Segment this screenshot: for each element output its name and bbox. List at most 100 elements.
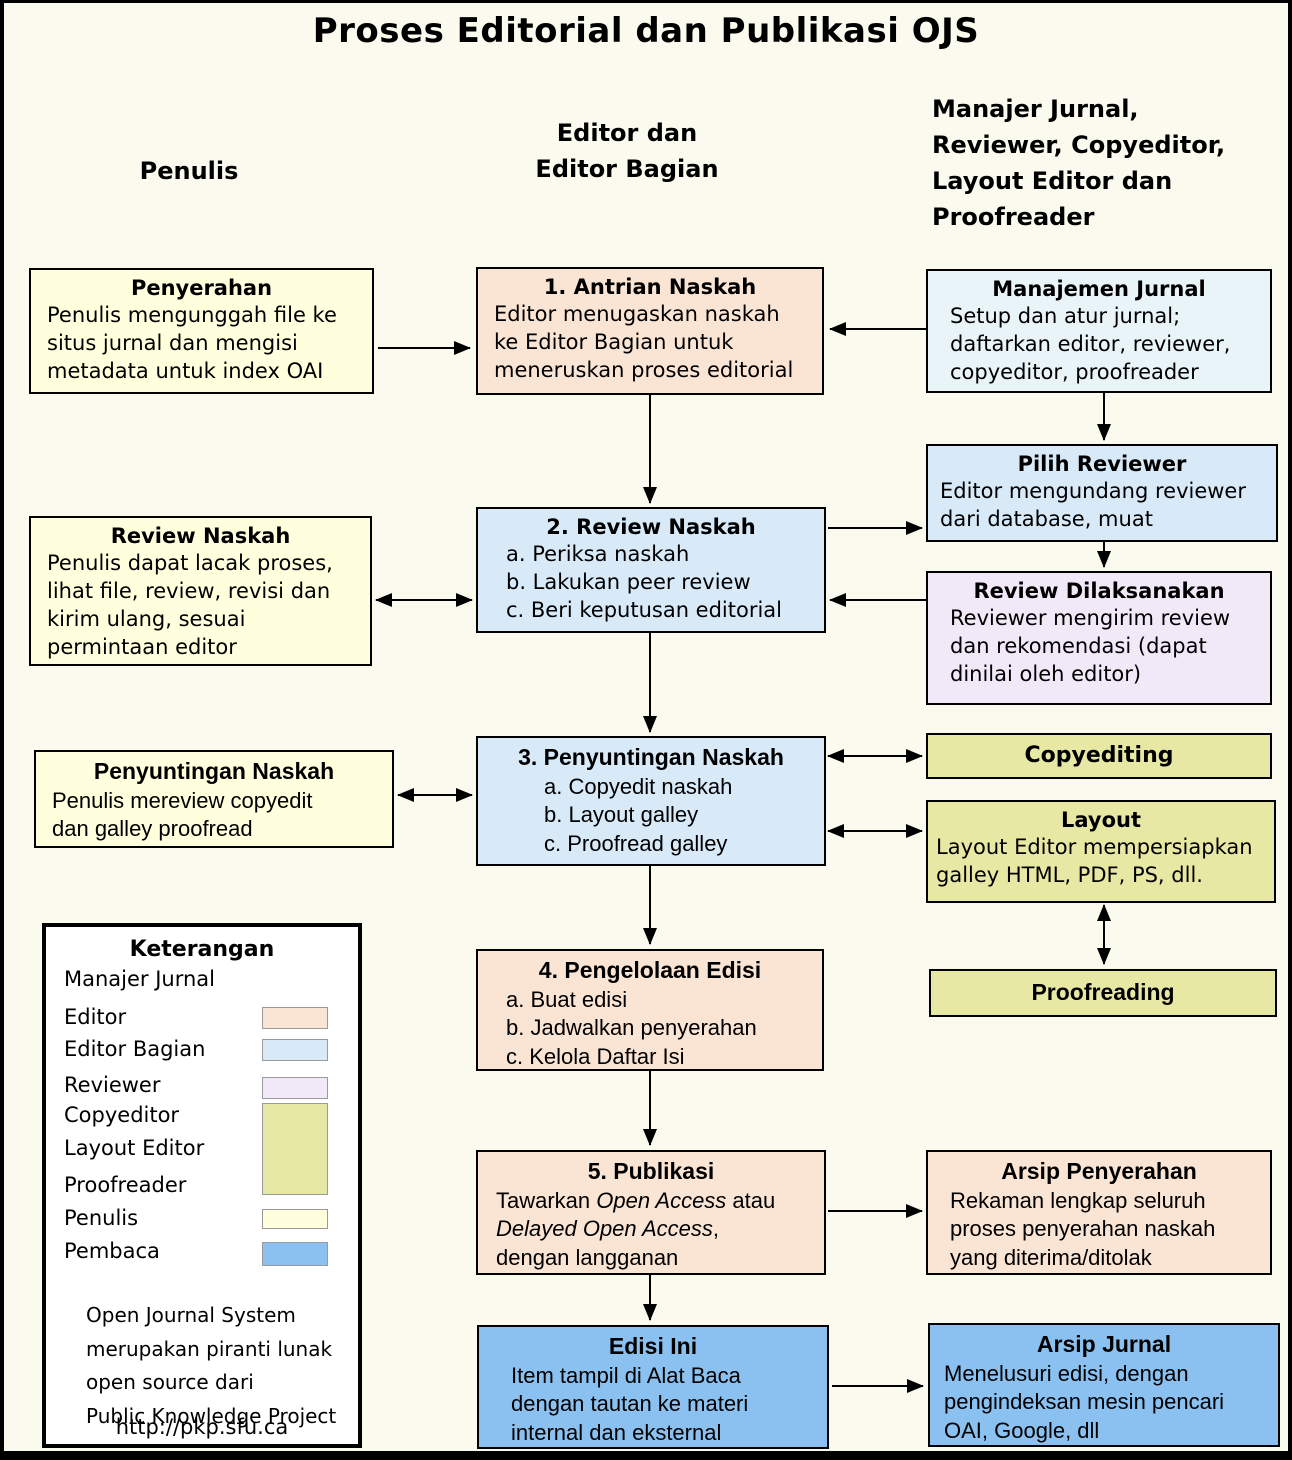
box-proofreading: Proofreading bbox=[929, 969, 1277, 1017]
text-line: dan rekomendasi (dapat bbox=[950, 634, 1207, 659]
box-penyuntingan-editor-body: a. Copyedit naskah b. Layout galley c. Pro… bbox=[478, 773, 824, 859]
text-line: Item tampil di Alat Baca bbox=[511, 1362, 741, 1388]
box-pilih-reviewer-title: Pilih Reviewer bbox=[1017, 452, 1187, 476]
text-line: Public Knowledge Project bbox=[86, 1403, 337, 1428]
text-line: Rekaman lengkap seluruh bbox=[950, 1187, 1206, 1213]
legend-label-layout-editor: Layout Editor bbox=[64, 1136, 205, 1160]
box-review-naskah-penulis: Review Naskah Penulis dapat lacak proses… bbox=[29, 516, 372, 666]
text-line: Editor Bagian bbox=[535, 155, 719, 183]
text-line: b. Jadwalkan penyerahan bbox=[506, 1015, 757, 1041]
box-manajemen-jurnal: Manajemen Jurnal Setup dan atur jurnal; d… bbox=[926, 269, 1272, 393]
text-line: Menelusuri edisi, dengan bbox=[944, 1360, 1189, 1386]
text-line: Editor mengundang reviewer bbox=[940, 479, 1246, 504]
column-header-manajer: Manajer Jurnal, Reviewer, Copyeditor, Layo… bbox=[932, 91, 1282, 235]
box-pengelolaan-edisi: 4. Pengelolaan Edisi a. Buat edisi b. Jad… bbox=[476, 949, 824, 1071]
text-line: Proofreader bbox=[932, 203, 1095, 231]
text-line: Layout Editor mempersiapkan bbox=[936, 835, 1253, 860]
text-line: proses penyerahan naskah bbox=[950, 1216, 1216, 1242]
box-arsip-jurnal-title: Arsip Jurnal bbox=[1036, 1331, 1172, 1357]
box-antrian-title: 1. Antrian Naskah bbox=[543, 275, 757, 299]
text-line: open source dari bbox=[86, 1370, 254, 1395]
text-line: Reviewer, Copyeditor, bbox=[932, 131, 1226, 159]
text-line: a. Buat edisi bbox=[506, 986, 628, 1012]
text-line: c. Kelola Daftar Isi bbox=[506, 1044, 685, 1070]
text-line: Penulis mereview copyedit bbox=[52, 787, 313, 813]
text-line: Layout Editor dan bbox=[932, 167, 1173, 195]
text-line: Manajer Jurnal, bbox=[932, 95, 1139, 123]
box-review-dilaksanakan-title: Review Dilaksanakan bbox=[973, 579, 1225, 603]
legend-label-penulis: Penulis bbox=[64, 1206, 139, 1230]
box-publikasi-title: 5. Publikasi bbox=[587, 1158, 715, 1184]
text-line: internal dan eksternal bbox=[511, 1420, 722, 1446]
legend-title: Keterangan bbox=[129, 937, 275, 962]
box-edisi-ini-title: Edisi Ini bbox=[608, 1333, 698, 1359]
box-penyuntingan-penulis-body: Penulis mereview copyedit dan galley proo… bbox=[36, 787, 392, 844]
box-pilih-reviewer: Pilih Reviewer Editor mengundang reviewe… bbox=[926, 444, 1278, 542]
box-edisi-ini-body: Item tampil di Alat Baca dengan tautan ke… bbox=[479, 1362, 827, 1448]
legend-label-copyeditor: Copyeditor bbox=[64, 1103, 180, 1127]
text-line: a. Copyedit naskah bbox=[544, 773, 733, 799]
text-line: permintaan editor bbox=[47, 635, 237, 660]
box-manajemen-title: Manajemen Jurnal bbox=[992, 277, 1206, 301]
legend-swatch-penulis bbox=[262, 1209, 328, 1229]
text-line: b. Layout galley bbox=[544, 802, 699, 828]
box-layout-title: Layout bbox=[1060, 808, 1141, 832]
text-line: Editor dan bbox=[556, 119, 698, 147]
legend-label-pembaca: Pembaca bbox=[64, 1239, 160, 1263]
text-line: dari database, muat bbox=[940, 507, 1153, 532]
box-review-dilaksanakan: Review Dilaksanakan Reviewer mengirim re… bbox=[926, 571, 1272, 705]
text-line: c. Beri keputusan editorial bbox=[506, 598, 783, 623]
legend-swatch-pembaca bbox=[262, 1242, 328, 1266]
text-line: copyeditor, proofreader bbox=[950, 360, 1199, 385]
legend-box: Keterangan Manajer Jurnal Editor Editor … bbox=[42, 923, 362, 1448]
box-proofreading-title: Proofreading bbox=[1031, 979, 1175, 1006]
page-title: Proses Editorial dan Publikasi OJS bbox=[312, 11, 980, 51]
legend-swatch-copyeditor-layout-proofreader bbox=[262, 1103, 328, 1195]
text-line: Editor menugaskan naskah bbox=[494, 302, 780, 327]
text-line: Reviewer mengirim review bbox=[950, 606, 1231, 631]
box-pengelolaan-title: 4. Pengelolaan Edisi bbox=[538, 957, 762, 983]
legend-label-editor: Editor bbox=[64, 1005, 127, 1029]
box-penyuntingan-penulis-title: Penyuntingan Naskah bbox=[93, 758, 335, 784]
box-arsip-penyerahan: Arsip Penyerahan Rekaman lengkap seluruh… bbox=[926, 1150, 1272, 1275]
text-line: Delayed Open Access, bbox=[496, 1216, 719, 1242]
box-review-penulis-title: Review Naskah bbox=[110, 524, 291, 548]
box-pilih-reviewer-body: Editor mengundang reviewer dari database,… bbox=[928, 478, 1276, 534]
box-pengelolaan-body: a. Buat edisi b. Jadwalkan penyerahan c. K… bbox=[478, 986, 822, 1072]
legend-label-manajer-jurnal: Manajer Jurnal bbox=[64, 967, 216, 991]
legend-url: http://pkp.sfu.ca bbox=[115, 1415, 289, 1439]
box-layout-body: Layout Editor mempersiapkan galley HTML, … bbox=[928, 834, 1274, 890]
text-line: dan galley proofread bbox=[52, 816, 253, 842]
text-line: situs jurnal dan mengisi bbox=[47, 331, 298, 356]
text-line: metadata untuk index OAI bbox=[47, 359, 324, 384]
box-antrian-naskah: 1. Antrian Naskah Editor menugaskan nask… bbox=[476, 267, 824, 395]
box-layout: Layout Layout Editor mempersiapkan galley… bbox=[926, 800, 1276, 903]
text-line: Setup dan atur jurnal; bbox=[950, 304, 1181, 329]
legend-label-reviewer: Reviewer bbox=[64, 1073, 161, 1097]
text-line: dengan tautan ke materi bbox=[511, 1391, 749, 1417]
text-line: c. Proofread galley bbox=[544, 831, 728, 857]
box-review-penulis-body: Penulis dapat lacak proses,lihat file, r… bbox=[31, 550, 370, 662]
text-line: b. Lakukan peer review bbox=[506, 570, 751, 595]
box-penyuntingan-editor: 3. Penyuntingan Naskah a. Copyedit naska… bbox=[476, 736, 826, 866]
text-line: OAI, Google, dll bbox=[944, 1418, 1100, 1444]
box-penyerahan-title: Penyerahan bbox=[130, 276, 273, 300]
text-line: Tawarkan Open Access atau bbox=[496, 1187, 776, 1213]
box-copyediting: Copyediting bbox=[926, 733, 1272, 779]
text-line: daftarkan editor, reviewer, bbox=[950, 332, 1231, 357]
text-line: galley HTML, PDF, PS, dll. bbox=[936, 863, 1203, 888]
box-review-dilaksanakan-body: Reviewer mengirim review dan rekomendasi … bbox=[928, 605, 1270, 689]
text-line: dengan langganan bbox=[496, 1245, 679, 1271]
legend-swatch-reviewer bbox=[262, 1077, 328, 1099]
text-line: Penulis dapat lacak proses, bbox=[47, 551, 333, 576]
